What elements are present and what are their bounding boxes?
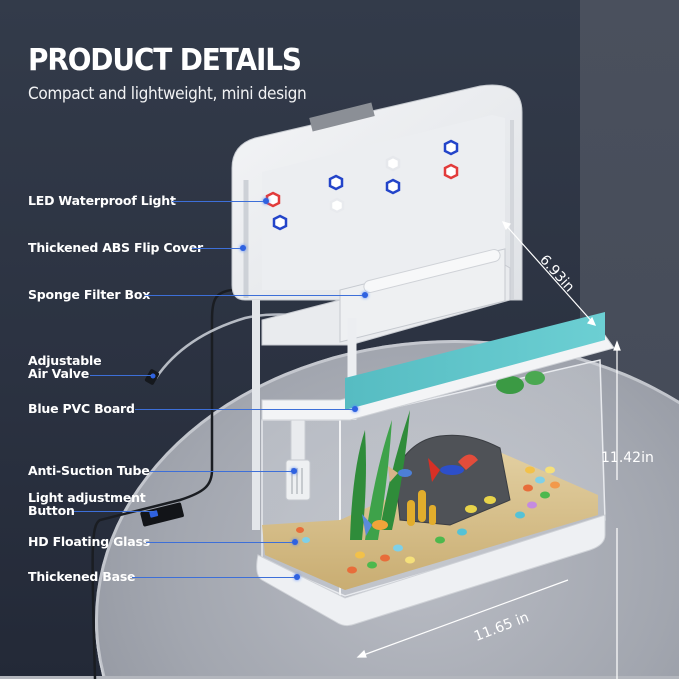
pump-pipe <box>290 419 306 466</box>
tank-base <box>256 514 606 627</box>
callout-base: Thickened Base <box>28 569 136 584</box>
callout-dot <box>294 574 300 580</box>
colored-pebbles <box>296 466 560 574</box>
leader-line <box>150 471 295 472</box>
bottom-edge <box>0 676 679 679</box>
callout-air-valve: Adjustable Air Valve <box>28 353 102 381</box>
dimension-height: 11.42in <box>601 450 654 466</box>
page-subtitle: Compact and lightweight, mini design <box>28 84 307 103</box>
callout-dot <box>352 406 358 412</box>
page-title: PRODUCT DETAILS <box>28 43 302 78</box>
callout-dot <box>292 539 298 545</box>
callout-led-light: LED Waterproof Light <box>28 193 176 208</box>
callout-filter-box: Sponge Filter Box <box>28 287 151 302</box>
callout-flip-cover: Thickened ABS Flip Cover <box>28 240 203 255</box>
leader-line <box>146 542 296 543</box>
callout-dot <box>263 198 269 204</box>
callout-dot <box>240 245 246 251</box>
callout-suction-tube: Anti-Suction Tube <box>28 463 150 478</box>
leader-line <box>90 375 152 376</box>
callout-dot <box>362 292 368 298</box>
callout-floating-glass: HD Floating Glass <box>28 534 150 549</box>
fish <box>362 454 496 536</box>
coral <box>407 490 436 526</box>
power-cable <box>91 288 233 679</box>
anti-suction-tube <box>285 459 311 501</box>
leader-line <box>172 201 266 202</box>
callout-pvc-board: Blue PVC Board <box>28 401 135 416</box>
leader-line <box>192 248 242 249</box>
led-array <box>265 139 459 231</box>
blue-pvc-board-shape <box>345 312 605 410</box>
light-button-box <box>140 502 184 527</box>
leader-line <box>135 409 357 410</box>
leader-line <box>74 511 154 512</box>
dimension-arrows <box>356 221 621 679</box>
leader-line <box>132 577 297 578</box>
cover-display-window <box>309 102 375 132</box>
leader-line <box>145 295 365 296</box>
aquatic-plants <box>350 371 545 540</box>
callout-light-button: Light adjustment Button <box>28 490 146 518</box>
callout-dot <box>291 468 297 474</box>
